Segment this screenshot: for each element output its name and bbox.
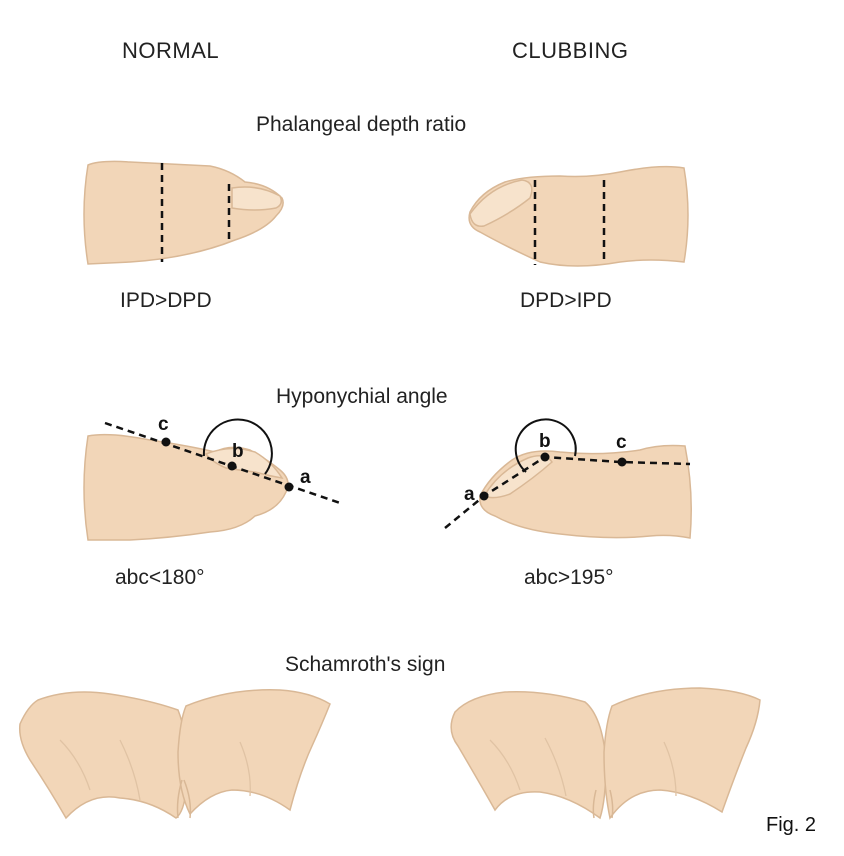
point-label-c-clubbing: c <box>616 432 627 453</box>
caption-dpd-ipd: DPD>IPD <box>520 289 612 312</box>
nail-normal-angle <box>204 447 284 480</box>
figure-label: Fig. 2 <box>766 814 817 836</box>
finger-clubbing-depth <box>468 165 689 267</box>
caption-ipd-dpd: IPD>DPD <box>120 289 212 312</box>
section-title-hyponychial-angle: Hyponychial angle <box>276 385 448 408</box>
schamroth-clubbing <box>450 687 761 820</box>
column-title-clubbing: CLUBBING <box>512 38 629 63</box>
finger-normal-depth <box>83 160 284 265</box>
point-label-a-clubbing: a <box>464 484 475 505</box>
point-label-a-normal: a <box>300 467 311 488</box>
section-title-schamroth: Schamroth's sign <box>285 653 446 676</box>
point-label-c-normal: c <box>158 414 169 435</box>
schamroth-normal <box>18 689 331 820</box>
caption-abc-greater-195: abc>195° <box>524 566 614 589</box>
nail-clubbing-depth <box>469 179 533 227</box>
caption-abc-less-180: abc<180° <box>115 566 205 589</box>
finger-clubbing-angle <box>444 418 692 539</box>
point-label-b-normal: b <box>232 441 244 462</box>
point-label-b-clubbing: b <box>539 431 551 452</box>
finger-normal-angle <box>83 418 341 541</box>
nail-normal-depth <box>231 186 283 211</box>
column-title-normal: NORMAL <box>122 38 220 63</box>
nail-clubbing-angle <box>482 455 553 499</box>
section-title-depth-ratio: Phalangeal depth ratio <box>256 113 467 136</box>
